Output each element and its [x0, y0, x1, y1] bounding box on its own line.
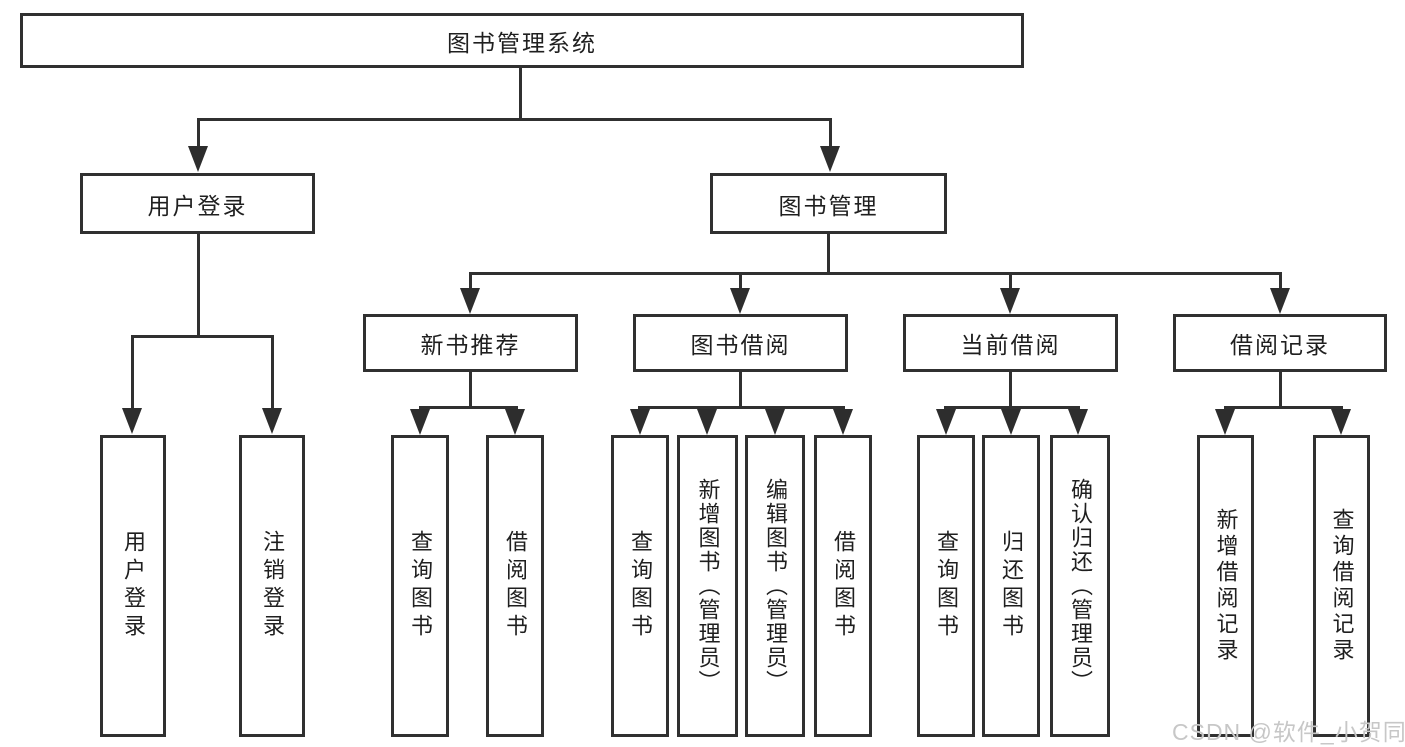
arrowhead-down-icon	[410, 409, 430, 435]
connector-line	[944, 406, 1080, 409]
connector-line	[131, 335, 274, 338]
arrowhead-down-icon	[730, 288, 750, 314]
arrowhead-down-icon	[1331, 409, 1351, 435]
connector-line	[271, 335, 274, 409]
arrowhead-down-icon	[820, 146, 840, 172]
connector-line	[638, 406, 845, 409]
node-user-login: 用户登录	[80, 173, 315, 234]
connector-line	[197, 118, 200, 148]
arrowhead-down-icon	[460, 288, 480, 314]
node-book-borrow: 图书借阅	[633, 314, 848, 372]
connector-line	[469, 272, 472, 289]
node-root: 图书管理系统	[20, 13, 1024, 68]
arrowhead-down-icon	[1001, 409, 1021, 435]
csdn-watermark: CSDN @软件_小贺同学	[1172, 719, 1405, 745]
connector-line	[1224, 406, 1343, 409]
arrowhead-down-icon	[630, 409, 650, 435]
arrowhead-down-icon	[1000, 288, 1020, 314]
arrowhead-down-icon	[122, 408, 142, 434]
arrowhead-down-icon	[936, 409, 956, 435]
connector-line	[469, 272, 1282, 275]
leaf-borrow-books-1: 借阅图书	[486, 435, 544, 737]
arrowhead-down-icon	[1068, 409, 1088, 435]
arrowhead-down-icon	[765, 409, 785, 435]
connector-line	[1009, 372, 1012, 408]
node-book-management: 图书管理	[710, 173, 947, 234]
node-borrow-record: 借阅记录	[1173, 314, 1387, 372]
connector-line	[197, 118, 832, 121]
connector-line	[131, 335, 134, 409]
leaf-logout: 注销登录	[239, 435, 305, 737]
leaf-add-book-admin: 新增图书（管理员）	[677, 435, 738, 737]
arrowhead-down-icon	[833, 409, 853, 435]
connector-line	[829, 118, 832, 148]
arrowhead-down-icon	[1215, 409, 1235, 435]
arrowhead-down-icon	[262, 408, 282, 434]
node-new-book-recommend: 新书推荐	[363, 314, 578, 372]
connector-line	[1009, 272, 1012, 289]
leaf-confirm-return-admin: 确认归还（管理员）	[1050, 435, 1110, 737]
leaf-query-books-3: 查询图书	[917, 435, 975, 737]
arrowhead-down-icon	[505, 409, 525, 435]
connector-line	[739, 272, 742, 289]
connector-line	[197, 234, 200, 337]
leaf-borrow-books-2: 借阅图书	[814, 435, 872, 737]
connector-line	[1279, 272, 1282, 289]
leaf-add-borrow-record: 新增借阅记录	[1197, 435, 1254, 737]
connector-line	[1279, 372, 1282, 408]
leaf-query-books-1: 查询图书	[391, 435, 449, 737]
leaf-query-borrow-record: 查询借阅记录	[1313, 435, 1370, 737]
node-current-borrow: 当前借阅	[903, 314, 1118, 372]
leaf-return-book: 归还图书	[982, 435, 1040, 737]
connector-line	[469, 372, 472, 408]
leaf-user-login: 用户登录	[100, 435, 166, 737]
arrowhead-down-icon	[697, 409, 717, 435]
connector-line	[519, 68, 522, 118]
connector-line	[739, 372, 742, 408]
connector-line	[827, 234, 830, 274]
arrowhead-down-icon	[1270, 288, 1290, 314]
leaf-query-books-2: 查询图书	[611, 435, 669, 737]
arrowhead-down-icon	[188, 146, 208, 172]
connector-line	[419, 406, 518, 409]
leaf-edit-book-admin: 编辑图书（管理员）	[745, 435, 805, 737]
